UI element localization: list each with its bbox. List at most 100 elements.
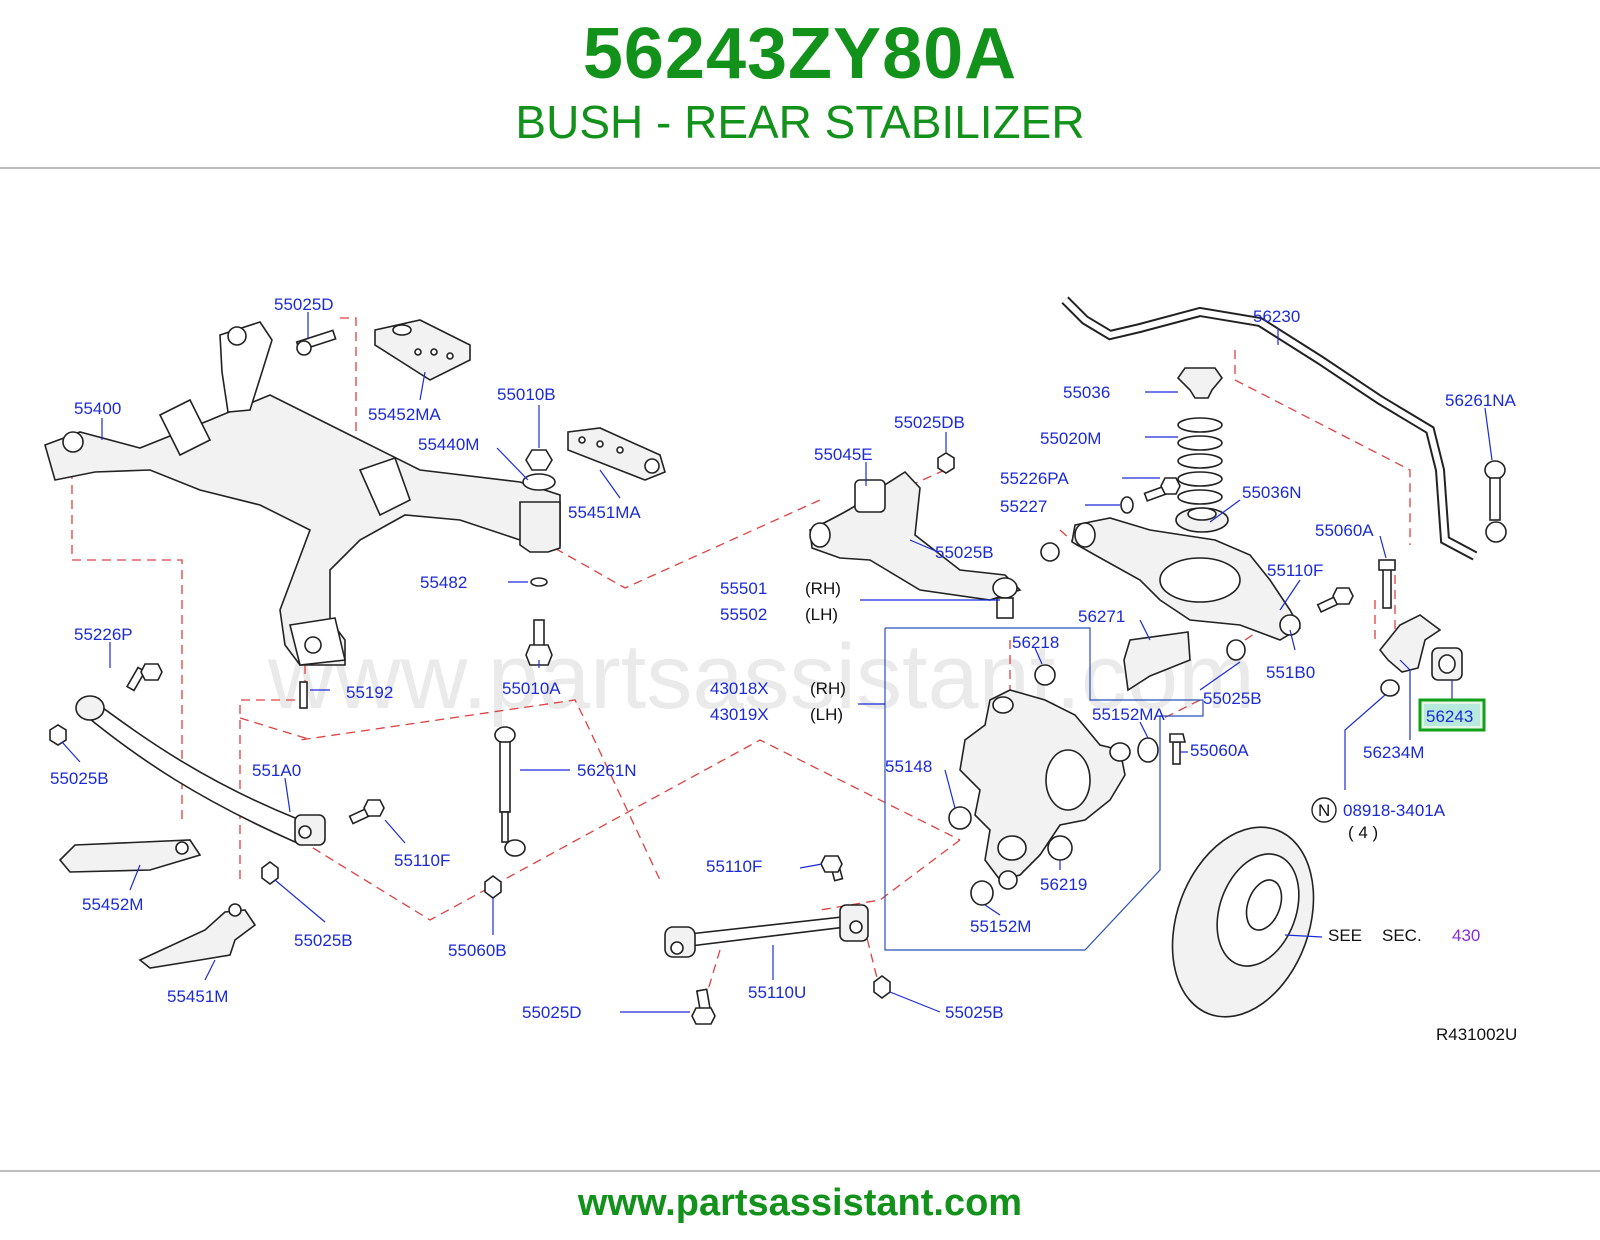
part-name-subtitle: BUSH - REAR STABILIZER [515,96,1085,148]
bracket-56234M-part [1378,614,1442,673]
rear-subframe-part [44,321,561,666]
label-56230: 56230 [1253,307,1300,326]
footer-divider [0,1170,1600,1172]
label-56243-highlighted[interactable]: 56243 [1426,707,1473,726]
label-55451MA: 55451MA [568,503,641,522]
label-55452M: 55452M [82,895,143,914]
nut-55025B-bottom-part [873,975,891,999]
label-55010A: 55010A [502,679,561,698]
highlight-fill-56243 [1424,704,1480,726]
upper-arm-55501-part [809,470,1022,619]
label-43019X: 43019X [710,705,769,724]
label-55025B-arm: 55025B [935,543,994,562]
bolt-55110F-left-part [348,799,385,825]
knuckle-43018X-part [959,689,1131,881]
n-circle-marker [1311,797,1337,823]
bush-55152M-b-part [998,870,1018,890]
label-56234M: 56234M [1363,743,1424,762]
label-55025D-bottom: 55025D [522,1003,582,1022]
footer-website-link[interactable]: www.partsassistant.com [577,1182,1023,1224]
label-55110U: 55110U [748,983,806,1002]
label-56261N: 56261N [577,761,637,780]
label-rh-43018X: (RH) [810,679,846,698]
label-56271: 56271 [1078,607,1125,626]
label-55110F-left: 55110F [394,851,450,870]
label-551B0: 551B0 [1266,663,1315,682]
stabilizer-link-56261NA-part [1484,460,1507,543]
label-section-430: 430 [1452,926,1480,945]
lower-arm-551B0-part [1071,517,1302,641]
knuckle-group-bracket [884,627,1204,951]
nut-lower-arm-part [1040,542,1060,562]
label-56218: 56218 [1012,633,1059,652]
label-55060A-mid: 55060A [1190,741,1249,760]
label-55502: 55502 [720,605,767,624]
bolt-55060A-top-part [1378,559,1396,609]
bush-56219-part [1047,835,1073,861]
page-header: 56243ZY80A BUSH - REAR STABILIZER [0,0,1600,170]
bracket-55451MA-part [567,427,666,481]
label-55036N: 55036N [1242,483,1302,502]
label-55025D-top: 55025D [274,295,334,314]
label-sec: SEC. [1382,926,1422,945]
label-08918-3401A: 08918-3401A [1343,801,1446,820]
header-divider [0,167,1600,169]
label-551A0: 551A0 [252,761,301,780]
bolt-55226P-part [125,663,163,692]
stabilizer-bush-56243-part [1431,647,1463,681]
label-55045E: 55045E [814,445,873,464]
nut-08918-part [1380,679,1400,697]
label-55152M: 55152M [970,917,1031,936]
label-55482: 55482 [420,573,467,592]
label-55400: 55400 [74,399,121,418]
nut-55025B-right-part [1226,639,1246,661]
label-rh-55501: (RH) [805,579,841,598]
label-55025B-mid: 55025B [294,931,353,950]
label-55152MA: 55152MA [1092,705,1165,724]
label-56261NA: 56261NA [1445,391,1517,410]
label-n-marker: N [1318,801,1330,820]
label-55110F-bottom: 55110F [706,857,762,876]
label-55025B-right: 55025B [1203,689,1262,708]
label-56219: 56219 [1040,875,1087,894]
bolt-55110F-bottom-part [820,855,844,882]
label-55025B-bottom: 55025B [945,1003,1004,1022]
spring-bumper-55036-part [1176,367,1224,399]
label-55451M: 55451M [167,987,228,1006]
label-55020M: 55020M [1040,429,1101,448]
nut-55025B-left-part [49,724,67,746]
label-55036: 55036 [1063,383,1110,402]
brake-rotor-part [1171,826,1315,1018]
nut-55025B-mid-part [261,861,279,885]
bracket-55452MA-part [374,319,471,381]
bush-55152M-part [970,880,994,906]
stabilizer-bar-56230-part [1061,296,1478,561]
label-55025B-left: 55025B [50,769,109,788]
bracket-55451M-part [138,903,257,969]
label-55440M: 55440M [418,435,479,454]
leader-lines [61,312,1493,1013]
label-55452MA: 55452MA [368,405,441,424]
label-55060A-top: 55060A [1315,521,1374,540]
label-lh-43019X: (LH) [810,705,843,724]
stabilizer-link-56261N-part [484,726,526,899]
label-55110F-right: 55110F [1267,561,1323,580]
diagram-reference-code: R431002U [1436,1025,1517,1044]
bush-55152MA-part [1137,737,1159,763]
bolt-55110F-right-part [1316,587,1354,614]
label-55148: 55148 [885,757,932,776]
washer-55227-part [1120,496,1134,514]
label-55010B: 55010B [497,385,556,404]
label-see: SEE [1328,926,1362,945]
part-number-title: 56243ZY80A [582,14,1018,94]
label-55226P: 55226P [74,625,133,644]
label-43018X: 43018X [710,679,769,698]
coil-spring-55020M-part [1177,417,1223,505]
label-55060B: 55060B [448,941,507,960]
bracket-56271-part [1123,631,1191,692]
part-labels: 55025D 55400 55452MA 55010B 55440M 55451… [50,295,1517,1044]
highlight-box-56243 [1418,698,1486,732]
bolt-55025D-bottom-part [691,988,716,1025]
label-lh-55502: (LH) [805,605,838,624]
